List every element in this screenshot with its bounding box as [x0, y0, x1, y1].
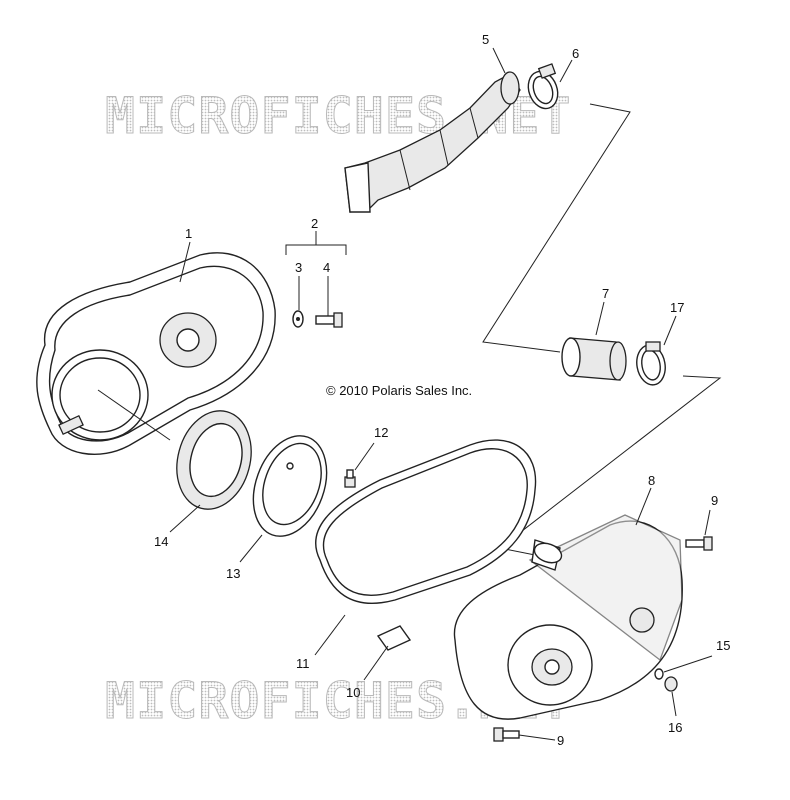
callout-6: 6: [572, 46, 579, 61]
washer-15: [654, 668, 664, 680]
seal-plate: [252, 435, 328, 537]
callout-2: 2: [311, 216, 318, 231]
callout-5: 5: [482, 32, 489, 47]
callout-12: 12: [374, 425, 388, 440]
inner-clutch-cover: [36, 252, 276, 456]
outer-clutch-cover: [453, 514, 683, 720]
decal: [376, 625, 412, 651]
callout-11: 11: [296, 656, 310, 671]
callout-1: 1: [185, 226, 192, 241]
bracket-2: [285, 244, 347, 255]
hose-clamp-lower: [636, 341, 666, 386]
callout-9-upper: 9: [711, 493, 718, 508]
copyright-notice: © 2010 Polaris Sales Inc.: [326, 383, 472, 398]
duct-connection-line-lower: [498, 375, 722, 557]
callout-8: 8: [648, 473, 655, 488]
intake-coupler: [561, 337, 627, 381]
callout-17: 17: [670, 300, 684, 315]
duct-connection-line: [482, 103, 631, 353]
callout-15: 15: [716, 638, 730, 653]
callout-9-lower: 9: [557, 733, 564, 748]
bolt-9-upper: [685, 536, 713, 551]
callout-3: 3: [295, 260, 302, 275]
drive-belt: [315, 439, 537, 605]
clutch-seal: [176, 410, 252, 510]
plug-16: [664, 676, 678, 692]
washer: [292, 310, 304, 328]
intake-duct: [344, 71, 521, 213]
callout-7: 7: [602, 286, 609, 301]
screw-12: [344, 469, 356, 488]
callout-leaders: [97, 47, 713, 741]
callout-4: 4: [323, 260, 330, 275]
bolt-9-lower: [493, 727, 520, 742]
bolt-4: [315, 312, 343, 328]
hose-clamp-upper: [527, 63, 559, 110]
callout-14: 14: [154, 534, 168, 549]
callout-13: 13: [226, 566, 240, 581]
callout-10: 10: [346, 685, 360, 700]
callout-16: 16: [668, 720, 682, 735]
